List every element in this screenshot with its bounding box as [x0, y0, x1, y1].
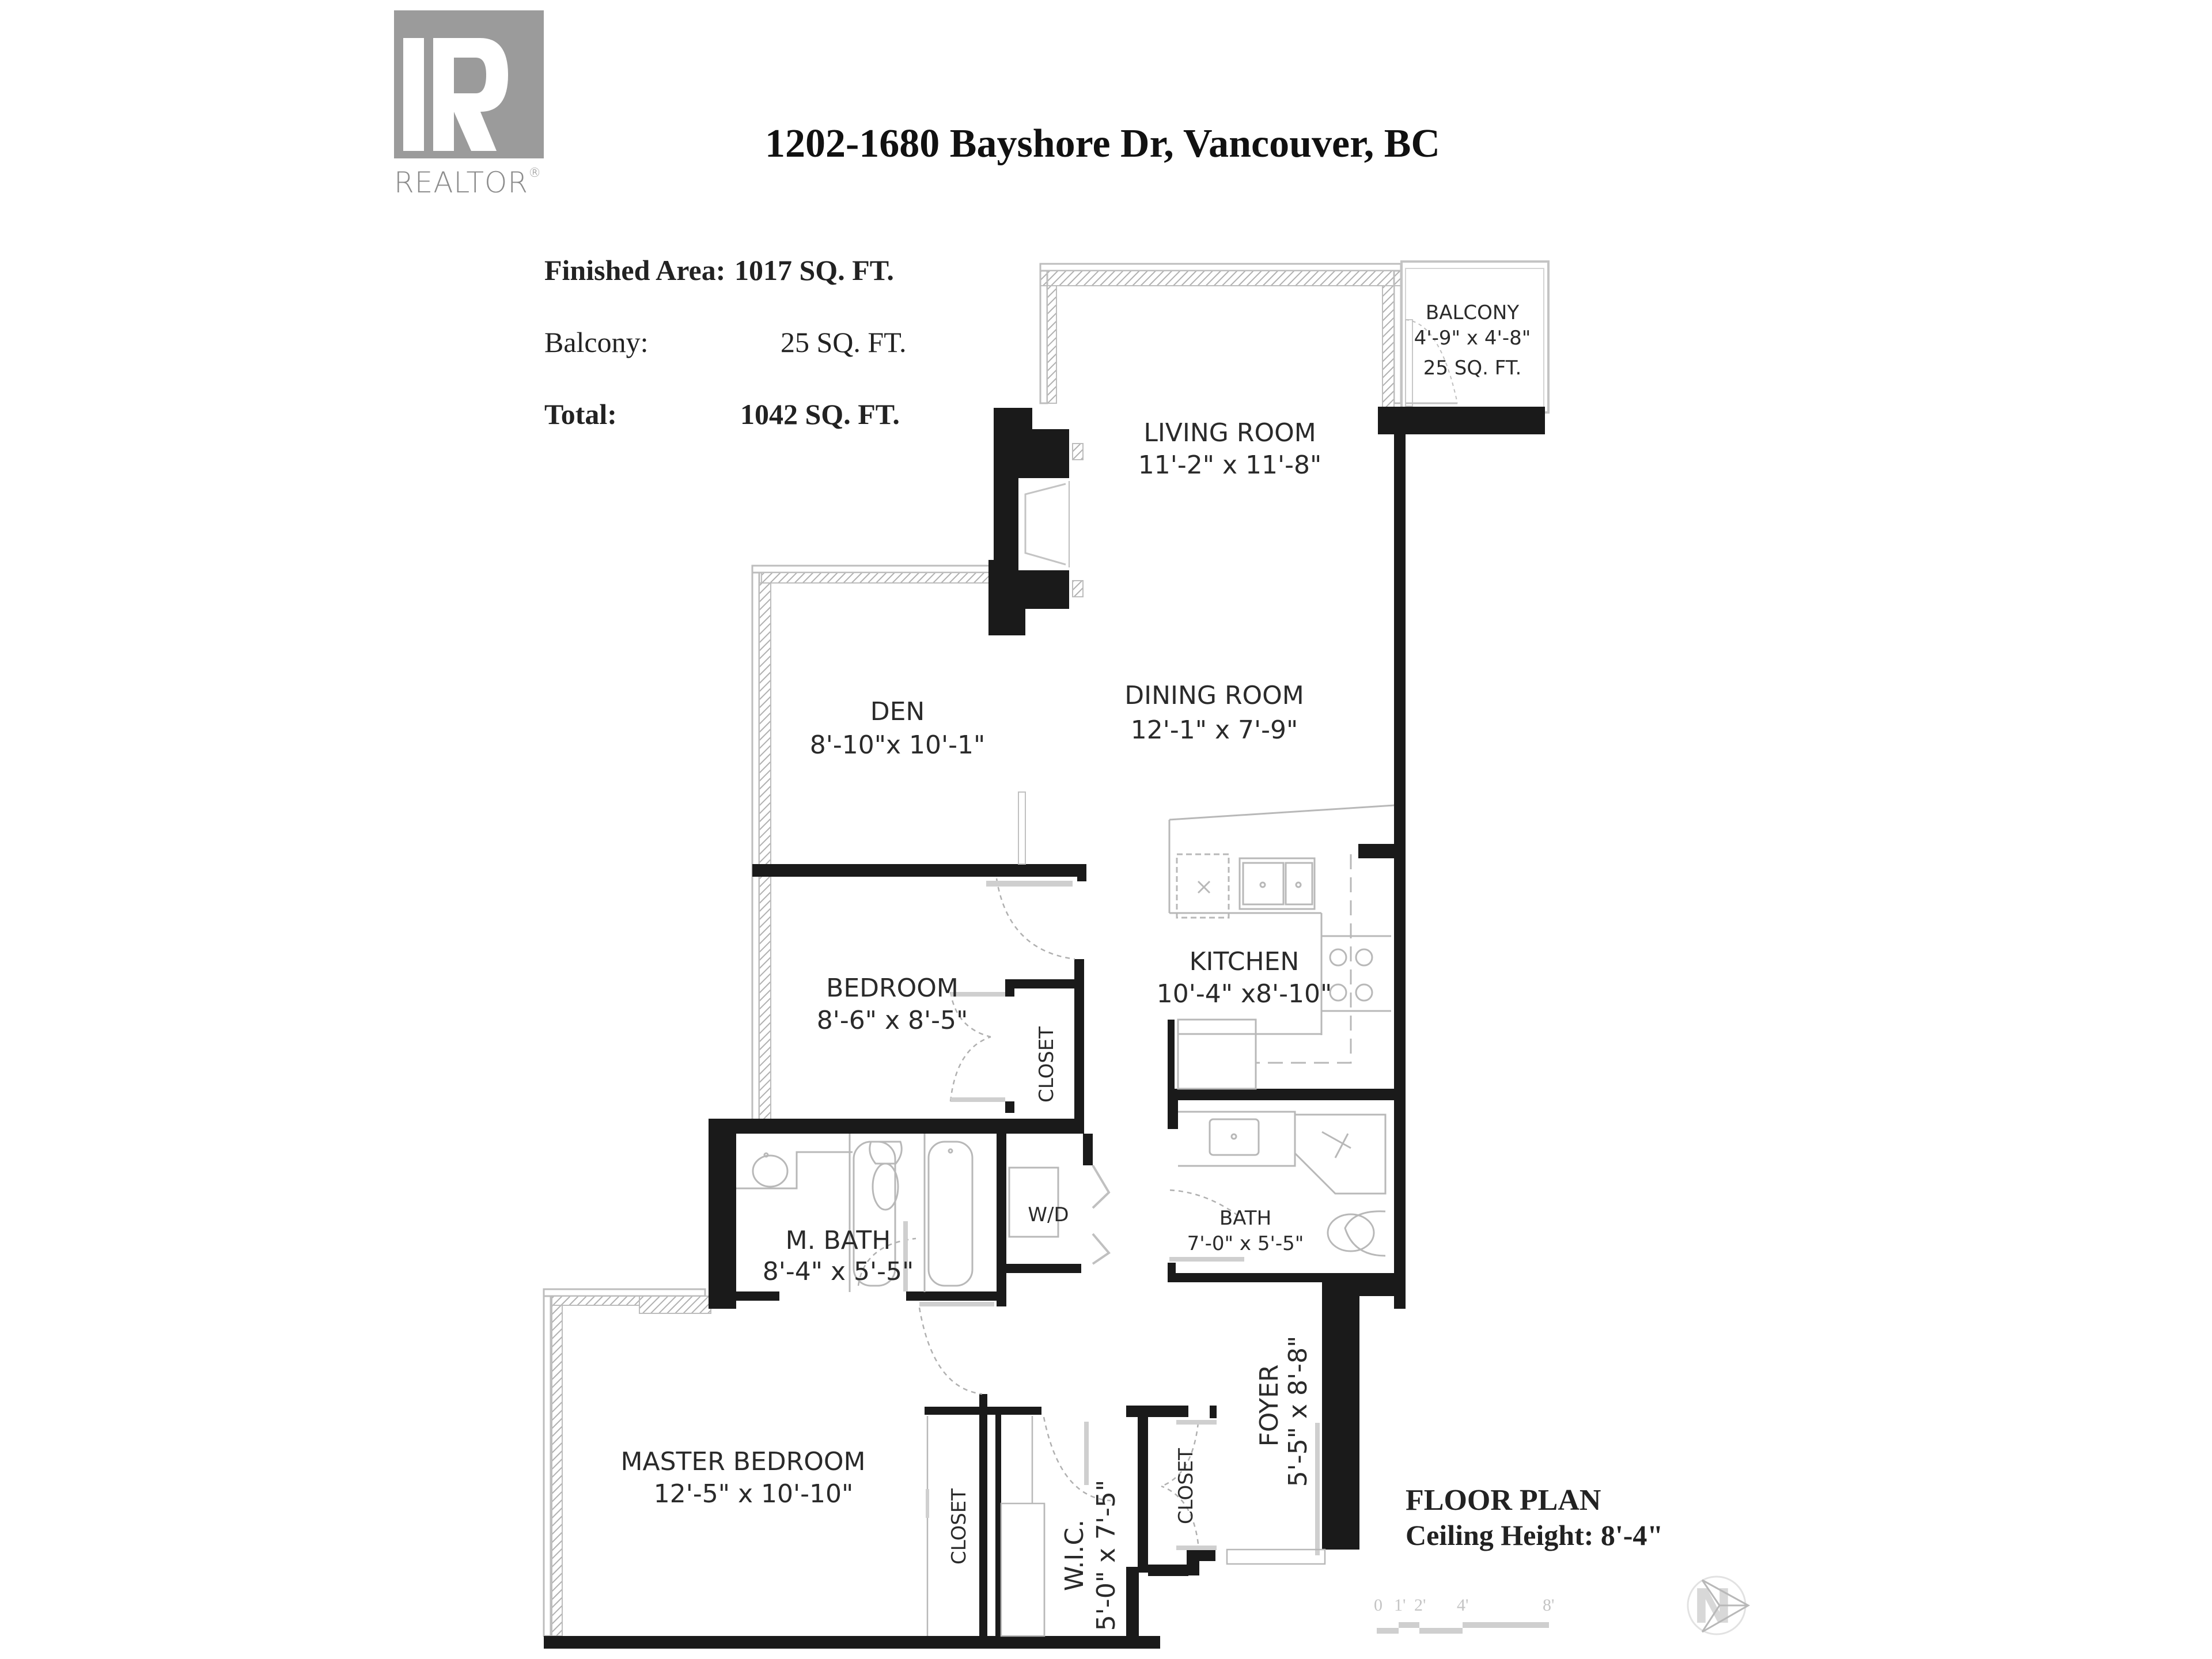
scale-tick-8: 8' [1543, 1596, 1555, 1615]
master-bedroom-label: MASTER BEDROOM [621, 1447, 866, 1476]
scale-segment [1463, 1622, 1549, 1628]
closet-shelves [926, 1416, 1326, 1637]
scale-tick-0: 0 [1374, 1596, 1382, 1615]
scale-bar: 0 1' 2' 4' 8' [1374, 1596, 1564, 1642]
realtor-logo: REALTOR® [394, 10, 544, 199]
balcony-area-label: Balcony: [544, 326, 649, 358]
den-dims: 8'-10"x 10'-1" [810, 730, 985, 760]
master-bath-dims: 8'-4" x 5'-5" [763, 1257, 914, 1286]
kitchen-label: KITCHEN [1190, 947, 1300, 976]
laundry-label: W/D [1028, 1203, 1069, 1226]
realtor-wordmark: REALTOR® [394, 166, 541, 199]
scale-segment [1419, 1628, 1463, 1634]
foyer-dims: 5'-5" x 8'-8" [1283, 1336, 1313, 1487]
balcony-label: BALCONY [1426, 301, 1519, 324]
foyer-label: FOYER [1255, 1365, 1284, 1447]
realtor-wordmark-text: REALTOR [394, 166, 529, 199]
bedroom-closet-label: CLOSET [1035, 1027, 1058, 1103]
kitchen-fixtures [1168, 804, 1395, 1090]
scale-tick-4: 4' [1457, 1596, 1469, 1615]
bath-label: BATH [1219, 1207, 1271, 1230]
bath-dims: 7'-0" x 5'-5" [1187, 1232, 1304, 1255]
finished-area-value: 1017 SQ. FT. [734, 254, 894, 286]
bath-fixtures [1178, 1111, 1387, 1257]
kitchen-dims: 10'-4" x8'-10" [1157, 979, 1332, 1009]
dining-room-dims: 12'-1" x 7'-9" [1131, 715, 1298, 745]
scale-segment [1399, 1622, 1419, 1628]
master-bath-label: M. BATH [786, 1226, 891, 1255]
balcony-dims: 4'-9" x 4'-8" [1414, 327, 1531, 350]
floor-plan-note: FLOOR PLAN Ceiling Height: 8'-4" [1406, 1483, 1663, 1552]
scale-tick-2: 2' [1414, 1596, 1426, 1615]
north-arrow-icon: N [1687, 1575, 1751, 1635]
den-label: DEN [870, 697, 925, 726]
walk-in-closet-dims: 5'-0" x 7'-5" [1092, 1480, 1121, 1631]
registered-mark: ® [528, 166, 542, 180]
walk-in-closet-label: W.I.C. [1060, 1520, 1089, 1591]
foyer-closet-label: CLOSET [1175, 1448, 1198, 1524]
room-labels: BALCONY 4'-9" x 4'-8" 25 SQ. FT. LIVING … [621, 301, 1531, 1631]
listing-address-title: 1202-1680 Bayshore Dr, Vancouver, BC [765, 122, 1440, 166]
total-area-value: 1042 SQ. FT. [740, 398, 900, 430]
door-leaves [903, 881, 1320, 1555]
scale-tick-1: 1' [1394, 1596, 1406, 1615]
den-partition [1018, 791, 1026, 865]
fireplace [1018, 478, 1070, 570]
bedroom-dims: 8'-6" x 8'-5" [817, 1006, 968, 1035]
master-closet-label: CLOSET [948, 1488, 971, 1565]
solid-walls [544, 407, 1545, 1649]
bedroom-label: BEDROOM [826, 974, 959, 1003]
finished-area-label: Finished Area: [544, 254, 726, 286]
living-room-dims: 11'-2" x 11'-8" [1138, 450, 1321, 480]
balcony-area: 25 SQ. FT. [1423, 357, 1522, 380]
dining-room-label: DINING ROOM [1124, 681, 1304, 710]
balcony-area-value: 25 SQ. FT. [781, 326, 907, 358]
realtor-r-glyph [403, 38, 508, 151]
floor-plan-heading: FLOOR PLAN [1406, 1484, 1601, 1517]
living-room-label: LIVING ROOM [1143, 418, 1316, 448]
master-bath-fixtures [736, 1134, 1059, 1292]
master-bedroom-dims: 12'-5" x 10'-10" [654, 1479, 853, 1509]
scale-segment [1377, 1628, 1399, 1634]
ceiling-height: Ceiling Height: 8'-4" [1406, 1519, 1664, 1551]
total-area-label: Total: [544, 398, 617, 430]
